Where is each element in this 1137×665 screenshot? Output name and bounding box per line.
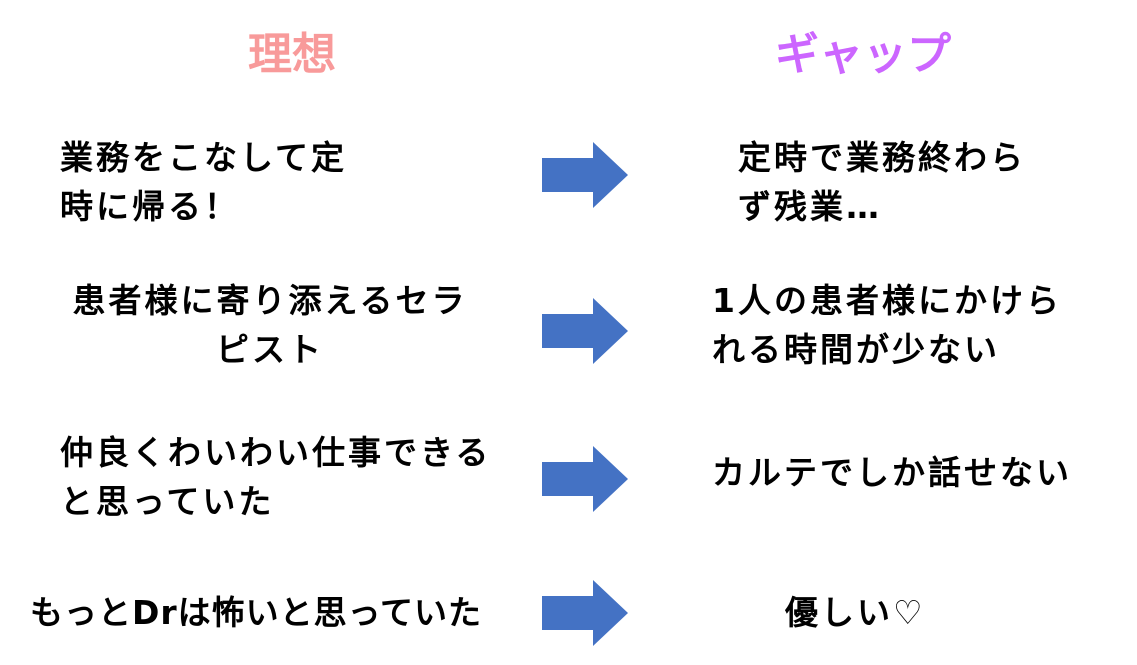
right-arrow-icon [542,446,628,512]
ideal-text-1: 業務をこなして定 時に帰る！ [60,138,348,226]
gap-text-3: カルテでしか話せない [712,453,1072,492]
right-arrow-icon [542,298,628,364]
gap-text-4: 優しい♡ [785,593,926,632]
ideal-header: 理想 [248,29,336,80]
gap-header: ギャップ [775,29,951,80]
gap-text-2: 1人の患者様にかけら れる時間が少ない [712,281,1062,369]
ideal-text-2: 患者様に寄り添えるセラ ピスト [72,281,468,369]
ideal-text-4: もっとDrは怖いと思っていた [30,593,483,632]
right-arrow-icon [542,580,628,646]
ideal-text-3: 仲良くわいわい仕事できる と思っていた [60,433,492,521]
gap-text-1: 定時で業務終わら ず残業… [738,138,1026,226]
right-arrow-icon [542,142,628,208]
